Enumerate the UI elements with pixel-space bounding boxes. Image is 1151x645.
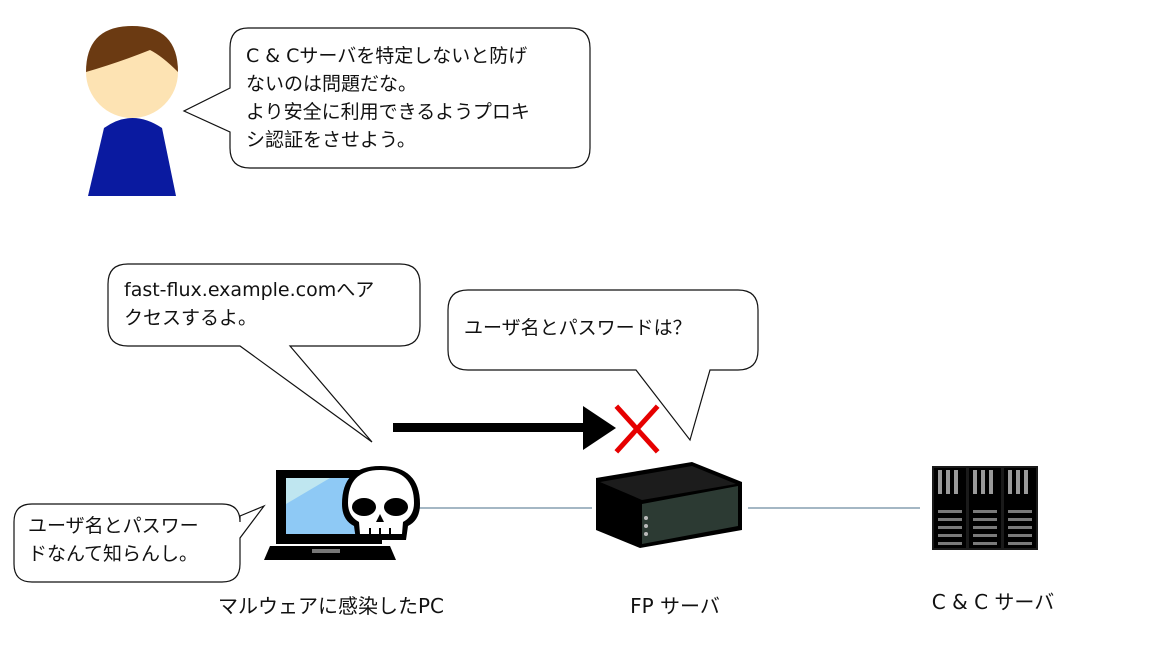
fp-speech-bubble [447,289,759,442]
admin-speech-text: C & Cサーバを特定しないと防げ ないのは問題だな。 より安全に利用できるよう… [246,45,530,151]
fp-server-label: FP サーバ [630,594,720,618]
request-arrow [393,406,616,450]
malware-pc-label: マルウェアに感染したPC [217,594,445,618]
pc-left-speech-text: ユーザ名とパスワー ドなんて知らんし。 [28,515,199,565]
cc-server-label: C & C サーバ [931,590,1055,614]
pc-left-speech-bubble [13,503,266,583]
admin-body [88,118,176,196]
blocked-x-icon [614,404,660,454]
fp-server-icon [596,462,742,548]
pc-top-speech-text: fast-flux.example.comへア クセスするよ。 [124,279,375,329]
fp-speech-text: ユーザ名とパスワードは？ [464,317,692,339]
admin-speech-bubble [182,27,591,169]
cc-server-icon [932,466,1038,550]
admin-person-icon [86,26,178,196]
pc-top-speech-bubble [107,263,421,443]
skull-icon [342,466,420,540]
admin-hair [86,26,178,72]
